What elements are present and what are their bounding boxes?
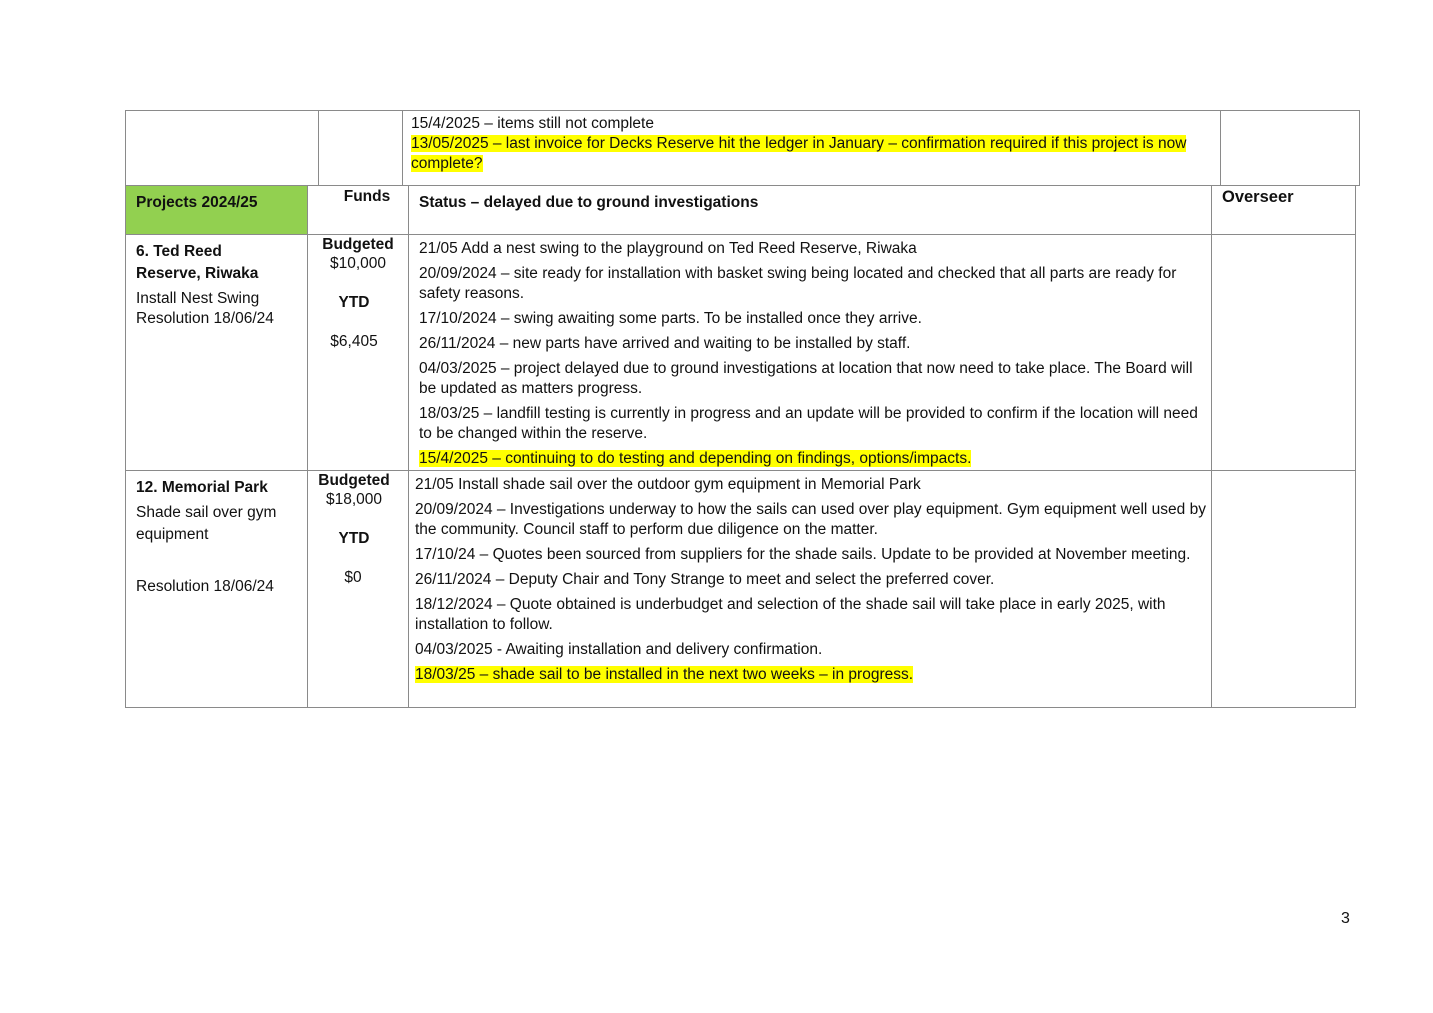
budgeted-label: Budgeted	[322, 236, 394, 253]
status-entry-highlighted: 13/05/2025 – last invoice for Decks Rese…	[411, 135, 1187, 172]
project-cell: 6. Ted Reed Reserve, Riwaka Install Nest…	[125, 234, 308, 471]
status-entry: 20/09/2024 – site ready for installation…	[419, 265, 1177, 302]
status-entry: 17/10/24 – Quotes been sourced from supp…	[415, 546, 1191, 563]
project-description-line2: equipment	[136, 526, 209, 543]
status-entry: 18/12/2024 – Quote obtained is underbudg…	[415, 596, 1166, 633]
project-cell: 12. Memorial Park Shade sail over gym eq…	[125, 470, 308, 708]
status-entry: 18/03/25 – landfill testing is currently…	[419, 405, 1198, 442]
continuation-cell-overseer	[1220, 110, 1360, 186]
project-resolution: Resolution 18/06/24	[136, 578, 274, 595]
header-funds-cell: Funds	[307, 185, 409, 235]
continuation-cell-status: 15/4/2025 – items still not complete 13/…	[402, 110, 1221, 186]
funds-cell: Budgeted $10,000 YTD $6,405	[307, 234, 409, 471]
overseer-cell	[1211, 234, 1356, 471]
continuation-cell-funds	[318, 110, 403, 186]
status-entry: 26/11/2024 – Deputy Chair and Tony Stran…	[415, 571, 995, 588]
header-status-cell: Status – delayed due to ground investiga…	[408, 185, 1212, 235]
status-cell: 21/05 Install shade sail over the outdoo…	[408, 470, 1212, 708]
projects-table: Projects 2024/25 Funds Status – delayed …	[125, 185, 1356, 708]
status-entry: 04/03/2025 - Awaiting installation and d…	[415, 641, 823, 658]
project-name-line2: Reserve, Riwaka	[136, 265, 259, 282]
table-row: 6. Ted Reed Reserve, Riwaka Install Nest…	[125, 234, 1356, 471]
overseer-cell	[1211, 470, 1356, 708]
status-entry-highlighted: 18/03/25 – shade sail to be installed in…	[415, 666, 914, 683]
project-name: 6. Ted Reed	[136, 243, 222, 260]
status-entry: 20/09/2024 – Investigations underway to …	[415, 501, 1206, 538]
continuation-table: 15/4/2025 – items still not complete 13/…	[125, 110, 1360, 186]
budgeted-amount: $18,000	[325, 491, 383, 508]
project-name: 12. Memorial Park	[136, 479, 268, 496]
project-resolution: Resolution 18/06/24	[136, 310, 274, 327]
status-entry: 21/05 Add a nest swing to the playground…	[419, 240, 917, 257]
header-status: Status – delayed due to ground investiga…	[419, 194, 759, 211]
ytd-amount: $6,405	[330, 333, 378, 350]
status-cell: 21/05 Add a nest swing to the playground…	[408, 234, 1212, 471]
status-entry: 04/03/2025 – project delayed due to grou…	[419, 360, 1193, 397]
table-header-row: Projects 2024/25 Funds Status – delayed …	[125, 185, 1356, 235]
ytd-amount: $0	[344, 569, 362, 586]
header-projects: Projects 2024/25	[136, 194, 258, 211]
table-row: 12. Memorial Park Shade sail over gym eq…	[125, 470, 1356, 708]
budgeted-amount: $10,000	[329, 255, 387, 272]
ytd-label: YTD	[338, 530, 370, 547]
status-entry: 21/05 Install shade sail over the outdoo…	[415, 476, 921, 493]
status-entry-highlighted: 15/4/2025 – continuing to do testing and…	[419, 450, 972, 467]
header-funds: Funds	[343, 188, 391, 205]
page-number: 3	[1341, 910, 1350, 927]
project-description: Shade sail over gym	[136, 504, 277, 521]
header-projects-cell: Projects 2024/25	[125, 185, 308, 235]
funds-cell: Budgeted $18,000 YTD $0	[307, 470, 409, 708]
continuation-cell-project	[125, 110, 319, 186]
status-entry: 15/4/2025 – items still not complete	[411, 115, 654, 132]
project-description: Install Nest Swing	[136, 290, 260, 307]
header-overseer: Overseer	[1222, 188, 1294, 206]
status-entry: 17/10/2024 – swing awaiting some parts. …	[419, 310, 922, 327]
status-entry: 26/11/2024 – new parts have arrived and …	[419, 335, 911, 352]
ytd-label: YTD	[338, 294, 370, 311]
budgeted-label: Budgeted	[318, 472, 390, 489]
header-overseer-cell: Overseer	[1211, 185, 1356, 235]
